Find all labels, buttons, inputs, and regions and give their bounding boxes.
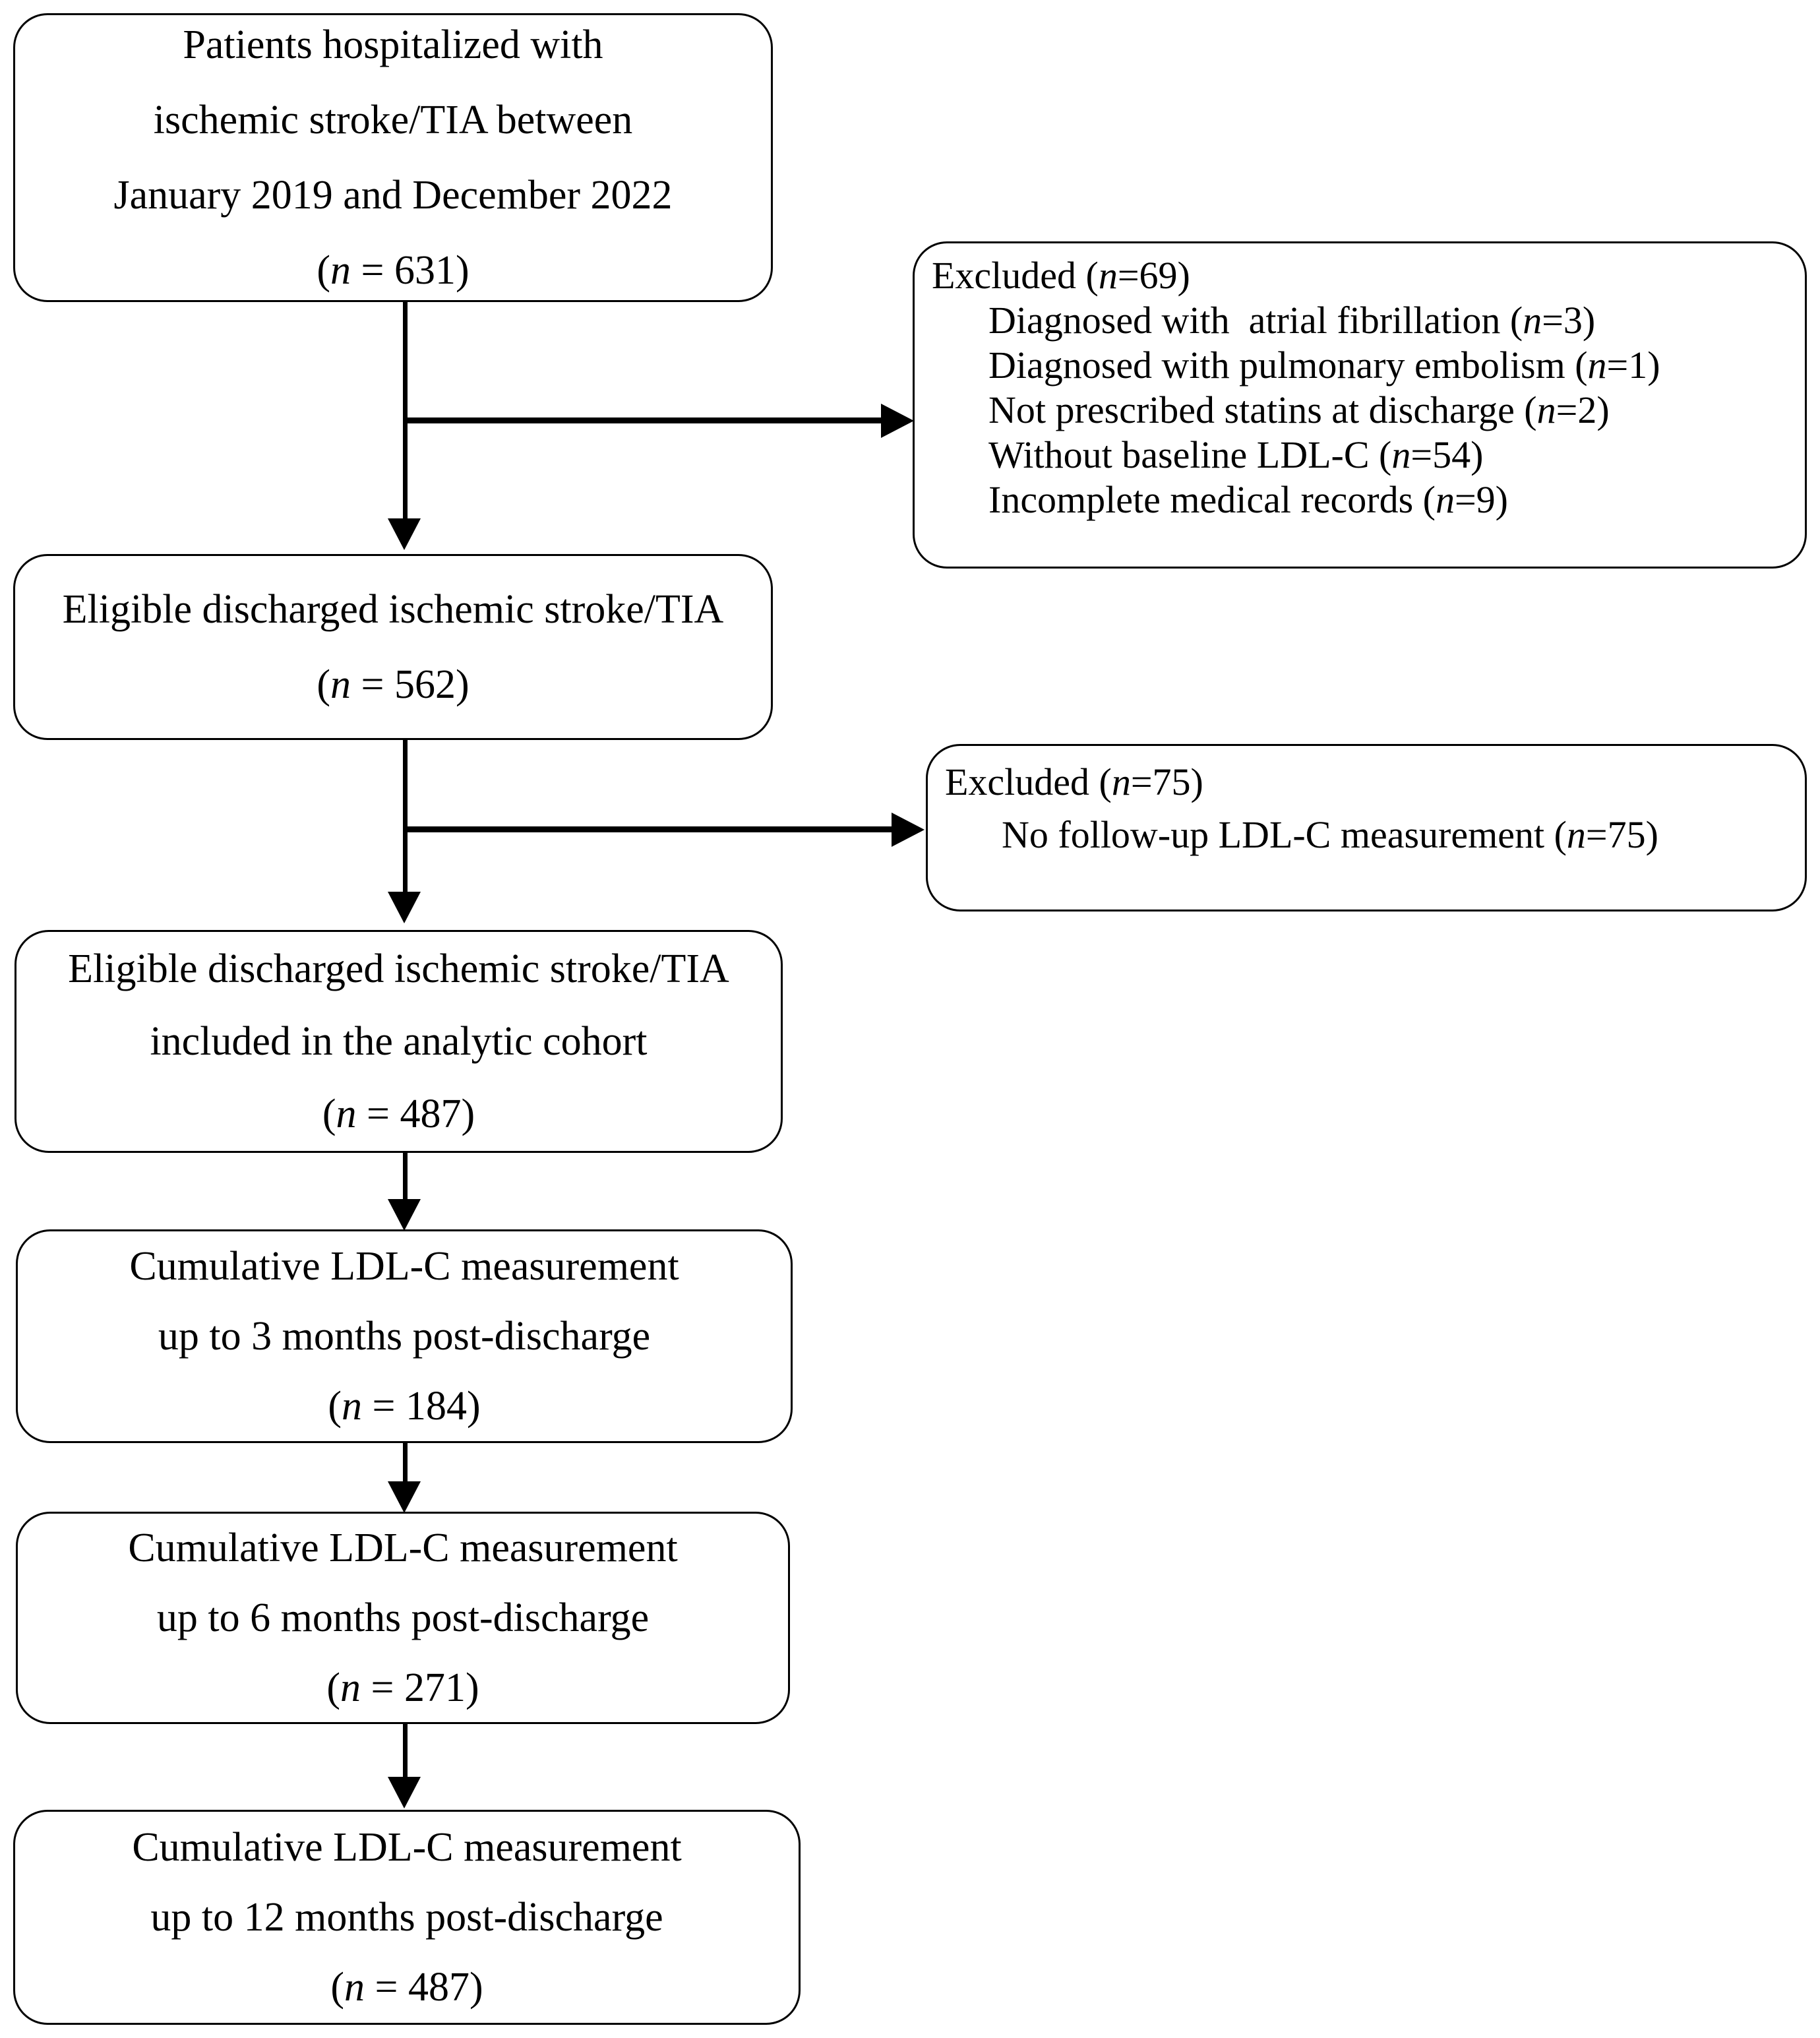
exclusion-2-header-label: Excluded ( [945, 760, 1112, 803]
exclusion-box-2: Excluded (n=75) No follow-up LDL-C measu… [926, 744, 1807, 911]
eligible-count-value: = 562) [351, 662, 470, 707]
month12-line-2: up to 12 months post-discharge [150, 1895, 663, 1940]
month3-count: (n = 184) [40, 1386, 768, 1427]
exclusion-1-header-value: =69) [1117, 254, 1190, 297]
month6-count: (n = 271) [40, 1667, 766, 1708]
exclusion-1-reason-4-label: Without baseline LDL-C ( [988, 433, 1392, 476]
analytic-cohort-box: Eligible discharged ischemic stroke/TIA … [15, 930, 783, 1153]
cohort-line-1: Eligible discharged ischemic stroke/TIA [68, 946, 729, 991]
exclusion-1-reason-4-value: =54) [1410, 433, 1484, 476]
exclusion-2-reason-1: No follow-up LDL-C measurement (n=75) [945, 816, 1788, 854]
arrowhead-down-to-cohort [388, 892, 421, 923]
enrolled-cohort-box: Patients hospitalized with ischemic stro… [13, 13, 773, 302]
month6-count-open: ( [326, 1665, 341, 1710]
exclusion-1-reason-3-value: =2) [1556, 388, 1610, 431]
exclusion-1-header-n: n [1098, 254, 1118, 297]
exclusion-1-reason-2-n: n [1587, 344, 1607, 386]
cohort-count: (n = 487) [39, 1094, 758, 1134]
arrowhead-down-to-month12 [388, 1777, 421, 1808]
connector-month6-to-month12 [403, 1724, 408, 1778]
enrolled-count-value: = 631) [351, 248, 470, 293]
exclusion-1-reason-2-label: Diagnosed with pulmonary embolism ( [988, 344, 1588, 386]
month6-count-value: = 271) [361, 1665, 479, 1710]
connector-to-exclusion-1 [404, 417, 883, 423]
exclusion-1-reason-3-n: n [1536, 388, 1556, 431]
connector-to-exclusion-2 [404, 826, 894, 832]
arrowhead-down-to-month6 [388, 1481, 421, 1513]
enrolled-count-n: n [330, 248, 351, 293]
exclusion-2-reason-1-n: n [1566, 813, 1586, 856]
exclusion-1-reason-1: Diagnosed with atrial fibrillation (n=3) [932, 301, 1788, 340]
enrolled-line-3: January 2019 and December 2022 [113, 173, 673, 218]
month12-count: (n = 487) [38, 1967, 776, 2008]
exclusion-box-1: Excluded (n=69) Diagnosed with atrial fi… [913, 241, 1807, 569]
connector-eligible-to-cohort [403, 740, 408, 893]
month6-line-1: Cumulative LDL-C measurement [128, 1526, 678, 1570]
cohort-count-n: n [336, 1092, 357, 1136]
cohort-line-2: included in the analytic cohort [150, 1019, 648, 1064]
cumulative-ldlc-3-months-box: Cumulative LDL-C measurement up to 3 mon… [16, 1229, 793, 1443]
exclusion-1-reason-1-n: n [1523, 299, 1542, 342]
eligible-line-1: Eligible discharged ischemic stroke/TIA [62, 587, 724, 632]
exclusion-1-reason-5-value: =9) [1454, 478, 1508, 521]
exclusion-1-reason-4-n: n [1391, 433, 1411, 476]
enrolled-line-2: ischemic stroke/TIA between [153, 98, 633, 142]
exclusion-1-reason-3: Not prescribed statins at discharge (n=2… [932, 391, 1788, 429]
month12-line-1: Cumulative LDL-C measurement [132, 1825, 682, 1870]
exclusion-1-reason-4: Without baseline LDL-C (n=54) [932, 436, 1788, 474]
month12-count-n: n [344, 1965, 365, 2010]
arrowhead-right-to-exclusion-1 [881, 404, 914, 438]
arrowhead-down-to-eligible [388, 518, 421, 550]
enrolled-line-1: Patients hospitalized with [183, 22, 603, 67]
month12-count-open: ( [330, 1965, 345, 2010]
exclusion-2-header-n: n [1111, 760, 1131, 803]
connector-month3-to-month6 [403, 1443, 408, 1483]
month3-count-open: ( [328, 1384, 342, 1429]
exclusion-1-header-label: Excluded ( [932, 254, 1099, 297]
arrowhead-down-to-month3 [388, 1199, 421, 1231]
eligible-count-open: ( [317, 662, 331, 707]
cumulative-ldlc-6-months-box: Cumulative LDL-C measurement up to 6 mon… [16, 1512, 790, 1724]
exclusion-1-reason-2-value: =1) [1606, 344, 1660, 386]
eligible-discharged-box: Eligible discharged ischemic stroke/TIA … [13, 554, 773, 740]
cohort-count-open: ( [322, 1092, 336, 1136]
enrolled-count-open: ( [317, 248, 331, 293]
exclusion-1-reason-2: Diagnosed with pulmonary embolism (n=1) [932, 346, 1788, 385]
exclusion-2-reason-1-label: No follow-up LDL-C measurement ( [1002, 813, 1567, 856]
exclusion-1-reason-1-value: =3) [1542, 299, 1596, 342]
month3-count-value: = 184) [362, 1384, 481, 1429]
eligible-count: (n = 562) [38, 664, 748, 705]
enrolled-count: (n = 631) [38, 250, 748, 291]
exclusion-2-reason-1-value: =75) [1585, 813, 1658, 856]
exclusion-1-reason-5-n: n [1435, 478, 1455, 521]
month6-line-2: up to 6 months post-discharge [156, 1595, 650, 1640]
arrowhead-right-to-exclusion-2 [892, 813, 925, 847]
month3-line-2: up to 3 months post-discharge [158, 1314, 651, 1359]
exclusion-1-header: Excluded (n=69) [932, 257, 1788, 295]
month3-count-n: n [342, 1384, 363, 1429]
exclusion-1-reason-3-label: Not prescribed statins at discharge ( [988, 388, 1537, 431]
exclusion-2-header: Excluded (n=75) [945, 763, 1788, 801]
exclusion-1-reason-1-label: Diagnosed with atrial fibrillation ( [988, 299, 1523, 342]
month3-line-1: Cumulative LDL-C measurement [129, 1244, 679, 1289]
cumulative-ldlc-12-months-box: Cumulative LDL-C measurement up to 12 mo… [13, 1810, 801, 2025]
eligible-count-n: n [330, 662, 351, 707]
exclusion-2-header-value: =75) [1130, 760, 1203, 803]
exclusion-1-reason-5-label: Incomplete medical records ( [988, 478, 1436, 521]
month12-count-value: = 487) [365, 1965, 483, 2010]
exclusion-1-reason-5: Incomplete medical records (n=9) [932, 481, 1788, 519]
connector-cohort-to-month3 [403, 1153, 408, 1200]
month6-count-n: n [340, 1665, 361, 1710]
cohort-count-value: = 487) [356, 1092, 475, 1136]
connector-enrolled-to-eligible [403, 302, 408, 520]
